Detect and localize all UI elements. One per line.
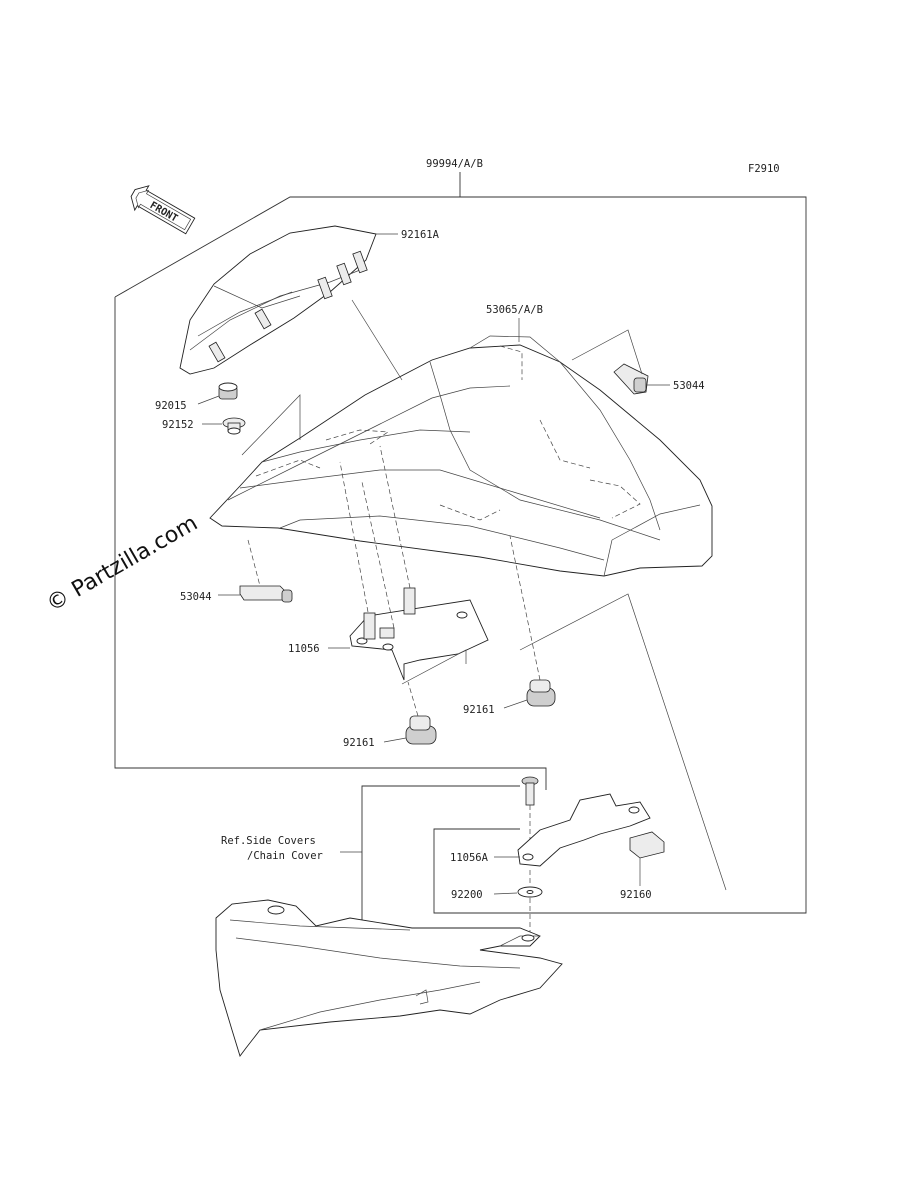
bracket-11056[interactable] bbox=[349, 587, 489, 681]
callout-92161A[interactable]: 92161A bbox=[401, 229, 440, 241]
callout-92152[interactable]: 92152 bbox=[162, 419, 194, 431]
leader-92161-bottom bbox=[383, 737, 407, 743]
callout-92161-bottom[interactable]: 92161 bbox=[343, 737, 375, 749]
callout-11056A[interactable]: 11056A bbox=[450, 852, 489, 864]
nut-92015[interactable] bbox=[218, 382, 238, 400]
damper-stud bbox=[208, 341, 226, 363]
leader-right-group bbox=[519, 593, 727, 891]
dash-damper-bottom bbox=[407, 681, 419, 717]
cover-mount-hole bbox=[267, 905, 285, 915]
leader-washer-group bbox=[241, 394, 301, 456]
damper-stud bbox=[336, 262, 352, 286]
callout-92161-right[interactable]: 92161 bbox=[463, 704, 495, 716]
leader-92015 bbox=[197, 395, 220, 405]
dash-damper-right bbox=[509, 535, 541, 681]
washer-92152[interactable] bbox=[222, 417, 246, 435]
dash-rubber-left bbox=[247, 539, 261, 587]
dash-stud-3 bbox=[361, 481, 395, 629]
leader-92161-right bbox=[503, 699, 528, 709]
callout-92015[interactable]: 92015 bbox=[155, 400, 187, 412]
leader-92200 bbox=[493, 892, 518, 895]
rear-seat-pad[interactable] bbox=[179, 225, 377, 375]
svg-text:© Partzilla.com: © Partzilla.com bbox=[43, 511, 203, 618]
seat-cowl[interactable] bbox=[209, 335, 713, 577]
rubber-damper-left[interactable] bbox=[239, 585, 293, 603]
bracket-stud bbox=[363, 612, 376, 640]
damper-stud bbox=[317, 276, 333, 300]
ref-note-line2: /Chain Cover bbox=[247, 850, 323, 862]
callout-92200[interactable]: 92200 bbox=[451, 889, 483, 901]
callout-99994[interactable]: 99994/A/B bbox=[426, 158, 483, 170]
bracket-stud bbox=[403, 587, 416, 615]
callout-11056[interactable]: 11056 bbox=[288, 643, 320, 655]
bolt[interactable] bbox=[521, 776, 539, 806]
leader-rubber-right-group bbox=[571, 329, 643, 375]
callout-92160[interactable]: 92160 bbox=[620, 889, 652, 901]
side-cover-reference bbox=[215, 899, 563, 1057]
bracket-stud bbox=[379, 627, 395, 639]
front-arrow-icon: FRONT bbox=[130, 185, 196, 235]
callout-53044-right[interactable]: 53044 bbox=[673, 380, 705, 392]
watermark: © Partzilla.com bbox=[43, 511, 203, 618]
washer-92200[interactable] bbox=[517, 886, 543, 898]
figure-code: F2910 bbox=[748, 163, 780, 175]
damper-92161-bottom[interactable] bbox=[405, 715, 437, 745]
damper-92161-right[interactable] bbox=[526, 679, 556, 707]
dash-stud-2 bbox=[379, 445, 411, 589]
bracket-11056A[interactable] bbox=[517, 793, 651, 867]
pad-92160[interactable] bbox=[629, 831, 665, 859]
rubber-damper-right[interactable] bbox=[613, 363, 649, 395]
damper-stud bbox=[352, 250, 368, 274]
ref-bracket-line bbox=[361, 785, 520, 920]
cover-mount-hole bbox=[521, 934, 535, 942]
kit-group-outline bbox=[114, 196, 807, 914]
callout-53044-left[interactable]: 53044 bbox=[180, 591, 212, 603]
ref-note-line1: Ref.Side Covers bbox=[221, 835, 316, 847]
kit-group-outline-lower bbox=[114, 297, 547, 790]
callout-53065[interactable]: 53065/A/B bbox=[486, 304, 543, 316]
leader-pad-to-cowl bbox=[351, 299, 403, 381]
dash-stud-1 bbox=[339, 461, 369, 613]
damper-stud bbox=[254, 308, 272, 330]
leader-bottom-group bbox=[401, 649, 467, 685]
